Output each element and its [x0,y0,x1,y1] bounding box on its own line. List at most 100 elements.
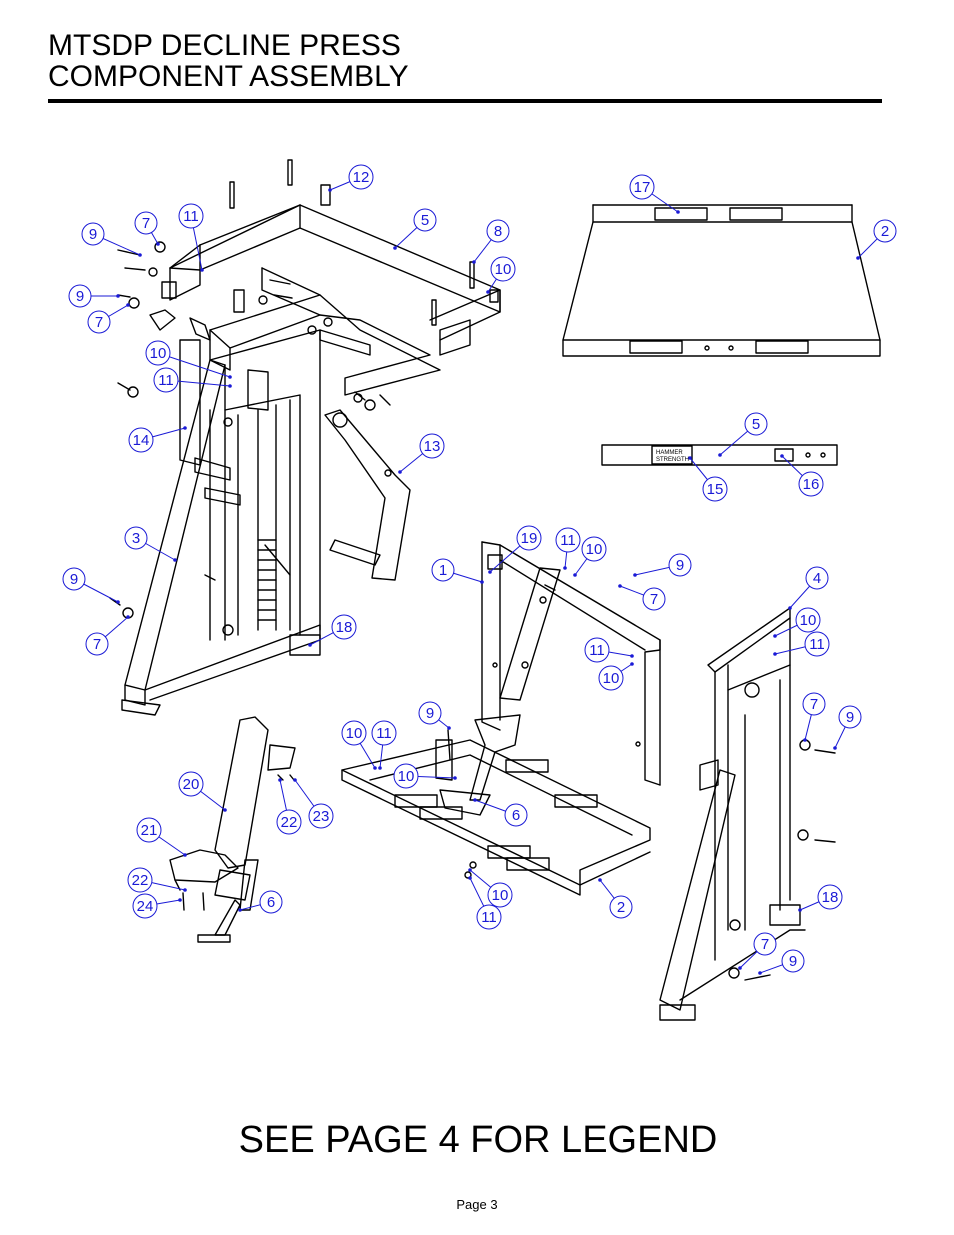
callout-circle [668,553,692,577]
callout-number: 11 [376,725,392,742]
callout-circle [128,427,154,453]
callout-6: 6 [504,803,528,827]
callout-number: 5 [752,416,760,433]
back-frame-drawing [481,541,661,786]
callout-circle [178,771,204,797]
callout-9: 9 [668,553,692,577]
callout-10: 10 [490,256,516,282]
callout-arrowhead [223,808,227,812]
callout-9: 9 [838,705,862,729]
callout-12: 12 [348,164,374,190]
callout-circle [348,164,374,190]
callout-11: 11 [178,203,204,229]
callout-2: 2 [609,895,633,919]
callout-arrowhead [488,570,492,574]
callout-number: 7 [761,936,769,953]
callout-circle [490,256,516,282]
callout-arrowhead [573,573,577,577]
callout-circle [744,412,768,436]
callout-number: 9 [846,709,854,726]
callout-13: 13 [419,433,445,459]
callout-arrowhead [718,453,722,457]
callout-arrowhead [183,888,187,892]
callout-circle [62,567,86,591]
callout-7: 7 [134,211,158,235]
callout-number: 5 [421,212,429,229]
callout-number: 15 [707,481,724,498]
callout-14: 14 [128,427,154,453]
callout-6: 6 [259,890,283,914]
callout-circle [581,536,607,562]
callout-circle [487,882,513,908]
callout-9: 9 [418,701,442,725]
callout-number: 20 [183,776,200,793]
left-hardware-drawing [117,241,391,411]
callout-arrowhead [173,558,177,562]
callout-arrowhead [773,652,777,656]
callout-circle [555,527,581,553]
callout-circle [838,705,862,729]
callout-4: 4 [805,566,829,590]
callout-10: 10 [145,340,171,366]
callout-arrowhead [116,600,120,604]
callout-circle [85,632,109,656]
callout-circle [486,219,510,243]
callout-circle [413,208,437,232]
callout-5: 5 [413,208,437,232]
callout-number: 7 [142,215,150,232]
callout-number: 19 [521,530,538,547]
callout-circle [804,631,830,657]
callout-number: 8 [494,223,502,240]
callout-number: 10 [495,261,512,278]
callout-22: 22 [276,809,302,835]
callout-number: 10 [800,612,817,629]
callout-10: 10 [581,536,607,562]
callout-number: 10 [586,541,603,558]
callout-arrowhead [856,256,860,260]
callout-arrowhead [688,456,692,460]
callout-circle [134,211,158,235]
callout-10: 10 [393,763,419,789]
callout-circle [802,692,826,716]
callout-arrowhead [630,662,634,666]
callout-arrowhead [200,268,204,272]
callout-circle [584,637,610,663]
callout-circle [87,310,111,334]
top-frame-drawing [161,159,501,396]
callout-circle [805,566,829,590]
callout-19: 19 [516,525,542,551]
callout-number: 24 [137,898,154,915]
callout-11: 11 [555,527,581,553]
callout-7: 7 [642,587,666,611]
callout-arrowhead [293,778,297,782]
callout-arrowhead [563,566,567,570]
callout-arrowhead [278,778,282,782]
callout-10: 10 [795,607,821,633]
callout-circle [178,203,204,229]
callout-number: 2 [881,223,889,240]
callout-circle [609,895,633,919]
callout-20: 20 [178,771,204,797]
callout-arrowhead [630,654,634,658]
callout-number: 9 [426,705,434,722]
callout-arrowhead [447,726,451,730]
callout-circle [276,809,302,835]
callout-9: 9 [62,567,86,591]
callout-number: 7 [650,591,658,608]
callout-arrowhead [676,210,680,214]
callout-arrowhead [480,580,484,584]
callout-number: 14 [133,432,150,449]
callout-arrowhead [116,294,120,298]
callout-arrowhead [308,643,312,647]
callout-18: 18 [331,614,357,640]
callout-circle [371,720,397,746]
callout-number: 21 [141,822,158,839]
callout-number: 11 [481,909,497,926]
callout-number: 1 [439,562,447,579]
callout-9: 9 [781,949,805,973]
callout-number: 2 [617,899,625,916]
callout-8: 8 [486,219,510,243]
callout-23: 23 [308,803,334,829]
callout-number: 18 [336,619,353,636]
